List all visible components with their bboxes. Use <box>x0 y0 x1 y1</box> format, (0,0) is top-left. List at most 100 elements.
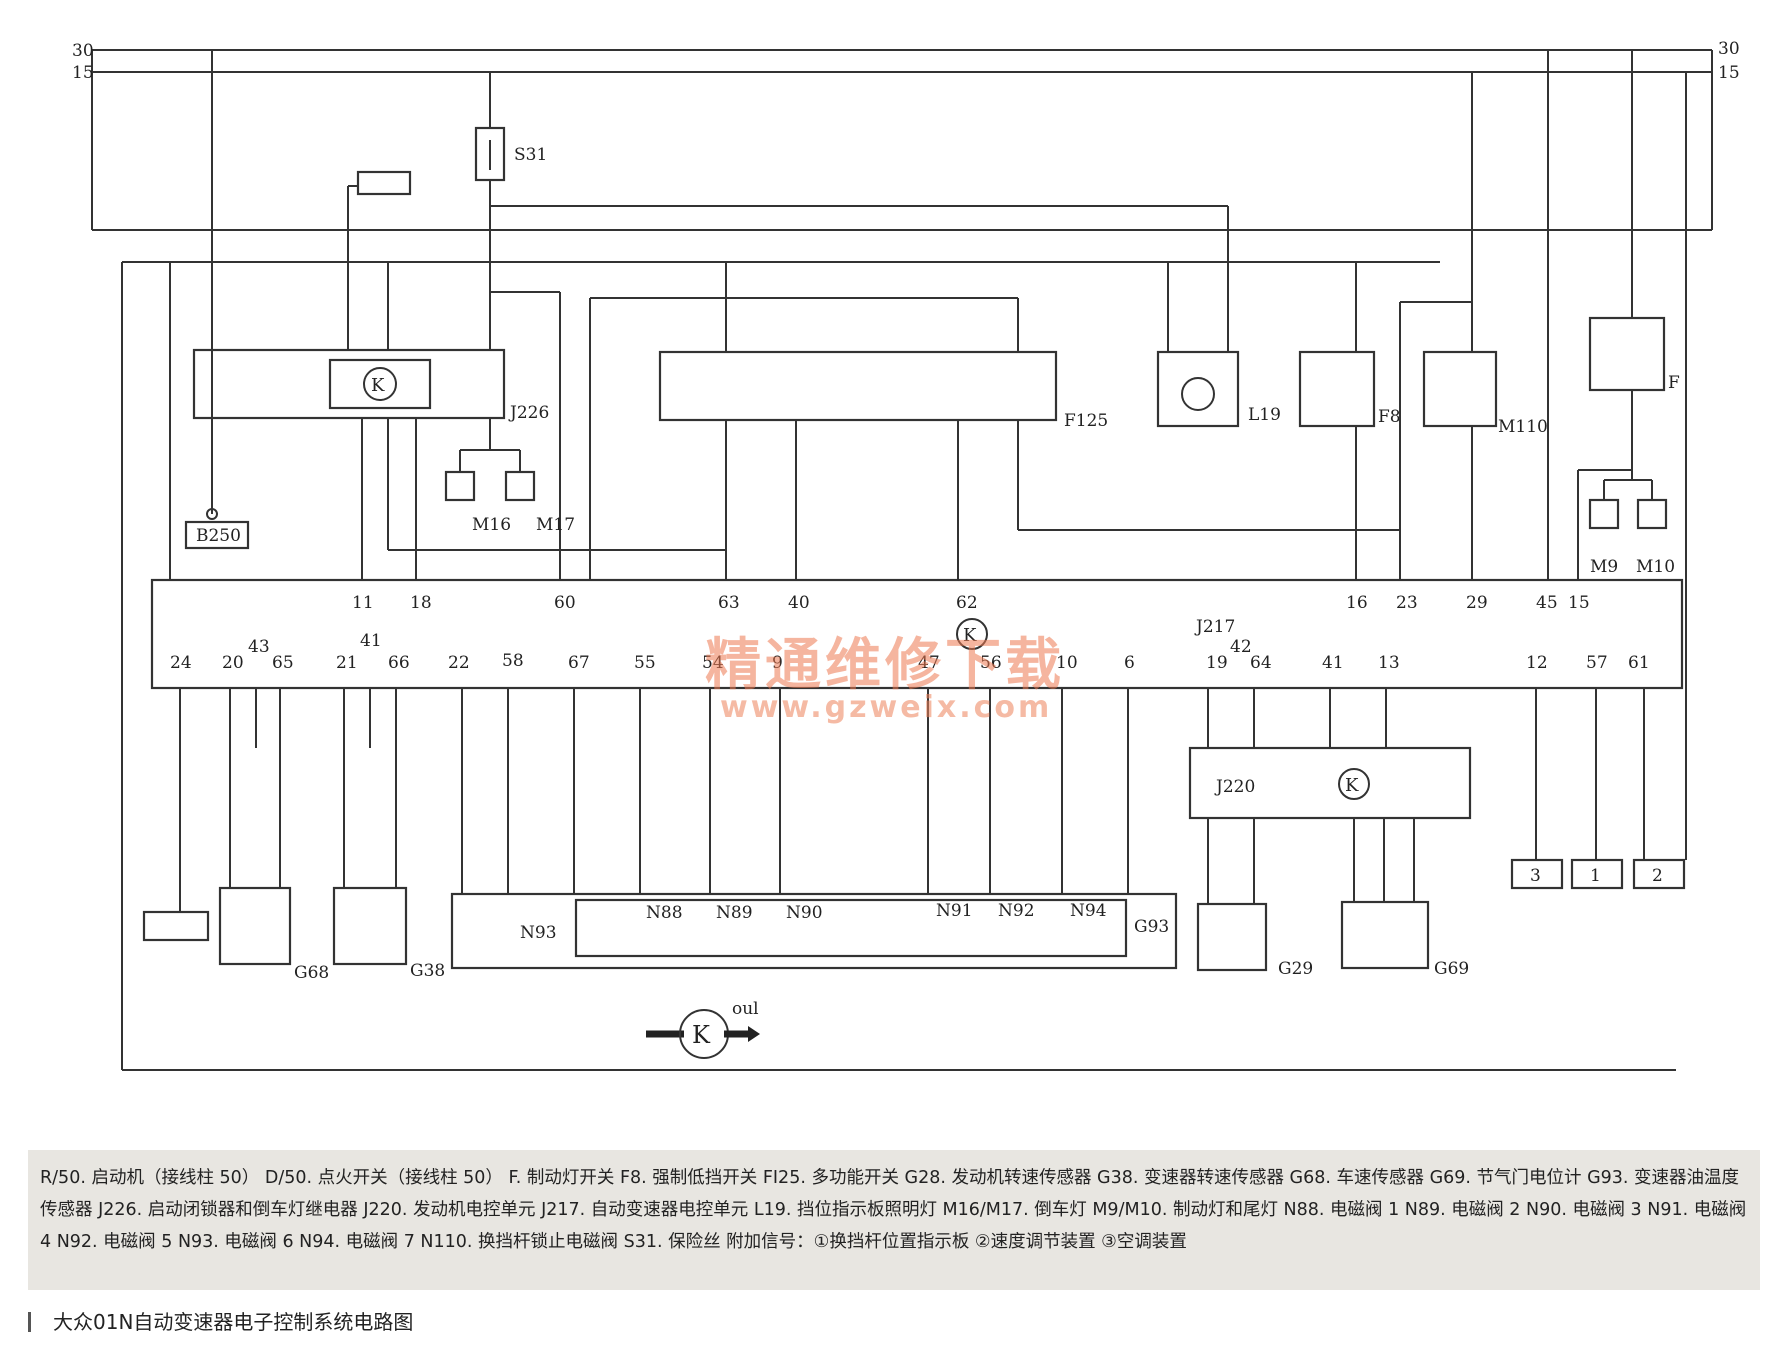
pins-bottom-row: 24 20 43 65 21 41 66 22 58 67 55 54 9 47… <box>170 631 1650 673</box>
pin-top: 62 <box>956 593 978 613</box>
label-b250: B250 <box>196 526 241 546</box>
label-g68: G68 <box>294 963 329 983</box>
label-m9: M9 <box>1590 557 1618 577</box>
label-n89: N89 <box>716 903 753 923</box>
label-g69: G69 <box>1434 959 1469 979</box>
pin-bottom: 54 <box>702 653 724 673</box>
rail-drops: S31 <box>211 50 1687 230</box>
rail-15-label-right: 15 <box>1718 63 1740 83</box>
brake-switch-f: F M9 M10 <box>1547 230 1680 580</box>
lamp-m10-icon <box>1636 498 1668 530</box>
ecu-j220: K J220 <box>1188 746 1472 904</box>
rail-30-label-left: 30 <box>72 41 94 61</box>
label-n90: N90 <box>786 903 823 923</box>
pin-bottom: 21 <box>336 653 358 673</box>
pin-bottom: 43 <box>248 637 270 657</box>
figure-caption: 大众01N自动变速器电子控制系统电路图 <box>28 1306 413 1335</box>
signal-3: 3 <box>1530 866 1541 886</box>
sensor-g29 <box>1196 902 1268 972</box>
lamp-l19-icon <box>1181 377 1215 411</box>
pin-bottom: 57 <box>1586 653 1608 673</box>
sensor-g38 <box>332 886 408 966</box>
label-m16: M16 <box>472 515 511 535</box>
k-symbol-out: K <box>692 1021 711 1049</box>
label-n92: N92 <box>998 901 1035 921</box>
pin-bottom: 9 <box>772 653 783 673</box>
sensor-g68 <box>218 886 292 966</box>
multifunction-switch-f125: F125 <box>589 262 1400 580</box>
pin-bottom: 41 <box>360 631 382 651</box>
pin-top: 23 <box>1396 593 1418 613</box>
pin-bottom: 56 <box>980 653 1002 673</box>
solenoid-m110: M110 <box>1399 230 1548 580</box>
label-g38: G38 <box>410 961 445 981</box>
kickdown-switch-f8: F8 <box>1298 262 1401 580</box>
pin-bottom: 66 <box>388 653 410 673</box>
ignition-switch-box <box>356 170 412 196</box>
label-n93: N93 <box>520 923 557 943</box>
label-l19: L19 <box>1248 405 1281 425</box>
label-s31: S31 <box>514 145 547 165</box>
pin-top: 11 <box>352 593 374 613</box>
pin-top: 40 <box>788 593 810 613</box>
rail-15-label-left: 15 <box>72 63 94 83</box>
k-symbol-j226: K <box>371 375 385 396</box>
pin-top: 18 <box>410 593 432 613</box>
lamp-m9-icon <box>1588 498 1620 530</box>
pin-bottom: 13 <box>1378 653 1400 673</box>
label-g29: G29 <box>1278 959 1313 979</box>
pin-bottom: 10 <box>1056 653 1078 673</box>
relay-j226: K B250 J226 M16 M17 <box>184 230 726 580</box>
pin-bottom: 64 <box>1250 653 1272 673</box>
pin-bottom: 6 <box>1124 653 1135 673</box>
legend-text: R/50. 启动机（接线柱 50） D/50. 点火开关（接线柱 50） F. … <box>28 1150 1760 1290</box>
power-rails: 30 15 30 15 <box>72 39 1740 231</box>
label-n91: N91 <box>936 901 973 921</box>
label-m17: M17 <box>536 515 575 535</box>
pin-bottom: 24 <box>170 653 192 673</box>
label-g93: G93 <box>1134 917 1169 937</box>
label-f125: F125 <box>1064 411 1108 431</box>
label-j226: J226 <box>508 403 549 423</box>
pin-top: 16 <box>1346 593 1368 613</box>
pin-bottom: 19 <box>1206 653 1228 673</box>
pin-bottom: 20 <box>222 653 244 673</box>
pin-bottom: 61 <box>1628 653 1650 673</box>
pin-top: 63 <box>718 593 740 613</box>
pin-top: 60 <box>554 593 576 613</box>
lower-wires <box>179 688 1645 912</box>
label-f: F <box>1668 373 1680 393</box>
lamp-m17-icon <box>504 470 536 502</box>
signal-2: 2 <box>1652 866 1663 886</box>
ground-loop <box>121 230 1687 1071</box>
caption-bar <box>28 1312 31 1332</box>
pin-bottom: 47 <box>918 653 940 673</box>
b250-box <box>184 520 250 550</box>
label-out: oul <box>732 999 759 1019</box>
sensors: G68 G38 N93 N88 N89 N90 N91 N92 N94 G93 … <box>142 886 1469 983</box>
tcm-j217: K J217 11 18 60 63 40 62 16 23 29 45 15 … <box>150 578 1684 690</box>
label-n94: N94 <box>1070 901 1107 921</box>
pin-top: 15 <box>1568 593 1590 613</box>
pin-bottom: 67 <box>568 653 590 673</box>
k-symbol-j220: K <box>1345 775 1359 796</box>
watermark-text: 精通维修下载 <box>705 633 1065 698</box>
label-m110: M110 <box>1498 417 1548 437</box>
pin-bottom: 41 <box>1322 653 1344 673</box>
sensor-g69 <box>1340 900 1430 970</box>
label-m10: M10 <box>1636 557 1675 577</box>
pin-top: 45 <box>1536 593 1558 613</box>
pin-bottom: 42 <box>1230 637 1252 657</box>
signal-1: 1 <box>1590 866 1601 886</box>
sensor-24-box <box>142 910 210 942</box>
solenoid-inner-frame <box>574 898 1128 958</box>
circuit-diagram: 30 15 30 15 S31 K <box>72 39 1740 1071</box>
pin-top: 29 <box>1466 593 1488 613</box>
output-symbol: K oul <box>646 999 760 1059</box>
pins-top-row: 11 18 60 63 40 62 16 23 29 45 15 <box>352 593 1590 613</box>
caption-text: 大众01N自动变速器电子控制系统电路图 <box>53 1310 414 1334</box>
lamp-l19: L19 <box>1156 230 1281 428</box>
pin-bottom: 22 <box>448 653 470 673</box>
k-symbol-j217: K <box>963 625 977 646</box>
pin-bottom: 55 <box>634 653 656 673</box>
